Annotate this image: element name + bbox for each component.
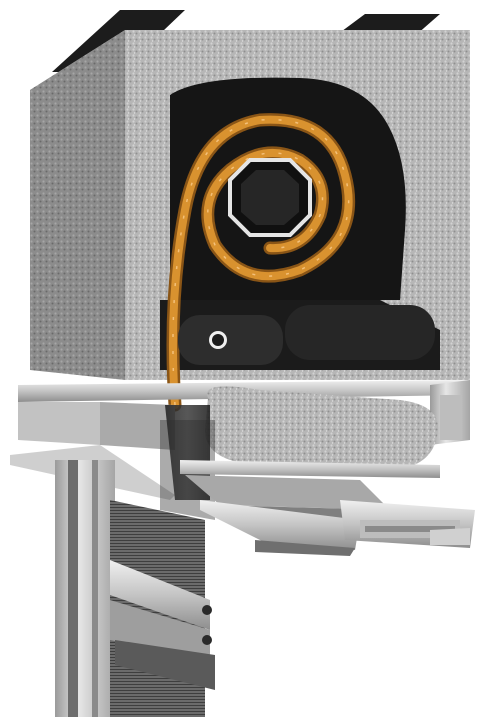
bottom-seal [115,640,215,690]
brush-seal-left [178,315,283,365]
bottom-profile-mid [200,500,360,556]
window-frame-vertical [55,460,115,717]
guide-rail-right [430,380,470,445]
octagonal-axle [228,158,312,237]
rolled-shutter-slats [166,113,356,412]
lower-insulation-block [205,386,439,470]
brush-seal-right [285,305,435,360]
bottom-profile-right [340,500,475,548]
